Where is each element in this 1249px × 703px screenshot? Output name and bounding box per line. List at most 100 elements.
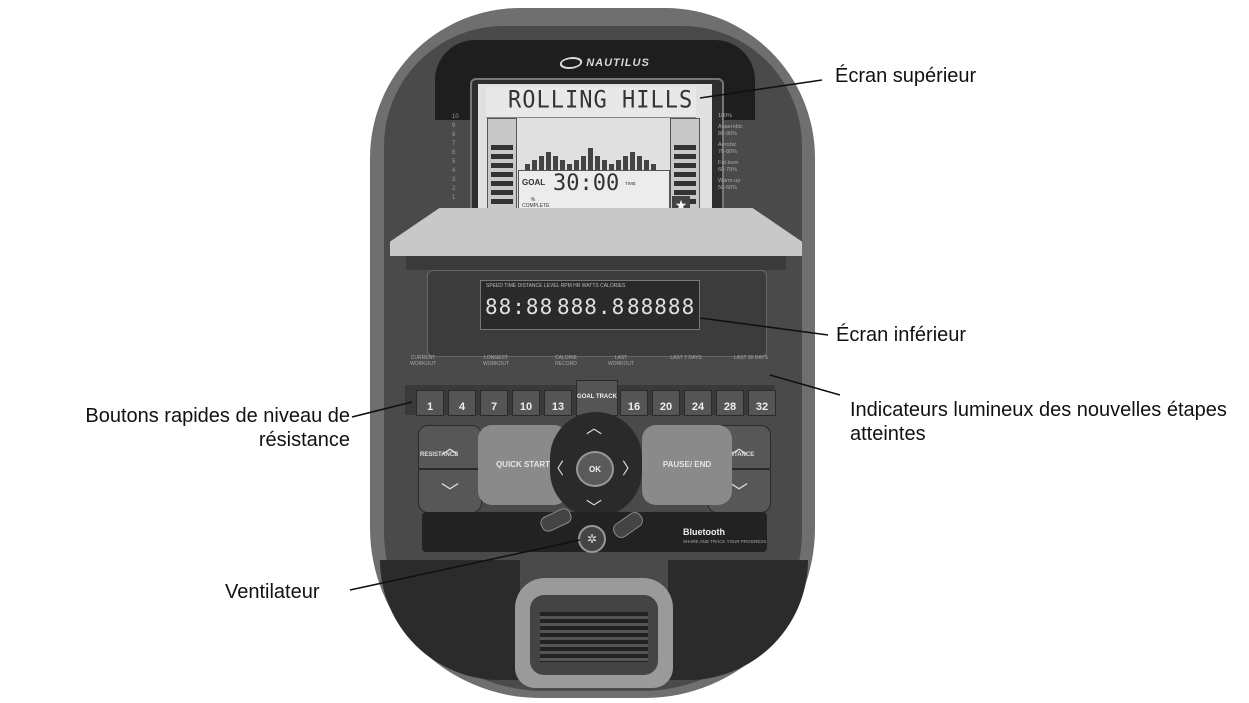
meter-segment (491, 181, 513, 186)
callout-upper-screen: Écran supérieur (835, 65, 977, 87)
profile-bar (602, 160, 607, 170)
profile-bar (644, 160, 649, 170)
profile-bar (651, 164, 656, 170)
profile-bar (539, 156, 544, 170)
lower-screen (480, 280, 700, 330)
level-scale-tick: 4 (452, 168, 456, 174)
hr-zone-labels: 100% Anaerobic 80-90% Aerobic 70-80% Fat bu… (718, 113, 746, 196)
level-scale-tick: 9 (452, 123, 456, 129)
intensity-meter (487, 118, 517, 220)
meter-segment (491, 190, 513, 195)
profile-bar (532, 160, 537, 170)
hr-zone-label: Aerobic 70-80% (718, 142, 737, 155)
profile-bar (581, 156, 586, 170)
goal-track-button[interactable]: GOAL TRACK (576, 380, 618, 416)
quick-level-4-button[interactable]: 4 (448, 390, 476, 416)
workout-profile-graph (525, 140, 665, 170)
goal-time: 30:00 (553, 171, 620, 196)
profile-bar (525, 164, 530, 170)
meter-segment (674, 145, 696, 150)
achievement-light: LONGEST WORKOUT (482, 355, 510, 367)
resistance-up-left-button[interactable]: ︿ (418, 425, 482, 469)
profile-bar (560, 160, 565, 170)
program-title-bar (486, 87, 696, 118)
resistance-left-label: RESISTANCE (420, 452, 459, 458)
callout-achievement-lights: Indicateurs lumineux des nouvelles étape… (850, 399, 1227, 445)
achievement-light: LAST 7 DAYS (670, 355, 702, 361)
ok-button[interactable]: OK (576, 451, 614, 487)
hr-zone-label: 100% (718, 113, 733, 119)
meter-segment (491, 199, 513, 204)
reading-shelf (390, 208, 802, 256)
callout-fan: Ventilateur (225, 581, 320, 603)
distance-readout: 888.8 (557, 295, 626, 319)
bluetooth-tagline: SHARE AND TRACK YOUR PROGRESS (683, 539, 767, 544)
quick-level-13-button[interactable]: 13 (544, 390, 572, 416)
meter-segment (674, 190, 696, 195)
shelf-shadow (406, 256, 786, 270)
profile-bar (567, 164, 572, 170)
meter-segment (674, 163, 696, 168)
brand-name: NAUTILUS (586, 57, 650, 69)
level-scale-tick: 10 (452, 114, 459, 120)
profile-bar (609, 164, 614, 170)
level-scale-tick: 5 (452, 159, 456, 165)
leader-achievement-lights (769, 374, 841, 396)
meter-segment (491, 145, 513, 150)
profile-bar (630, 152, 635, 170)
goal-label: GOAL (522, 178, 546, 187)
left-arrow-button[interactable]: 〈 (548, 461, 565, 478)
profile-bar (623, 156, 628, 170)
hr-zone-label: Anaerobic 80-90% (718, 124, 743, 137)
lower-display-headers: SPEED TIME DISTANCE LEVEL RPM HR WATTS C… (486, 283, 626, 289)
callout-lower-screen: Écran inférieur (836, 324, 967, 346)
quick-level-10-button[interactable]: 10 (512, 390, 540, 416)
leader-upper-screen (699, 79, 823, 99)
quick-level-20-button[interactable]: 20 (652, 390, 680, 416)
up-arrow-button[interactable]: ︿ (586, 420, 603, 437)
leader-lower-screen (699, 317, 829, 336)
meter-segment (491, 163, 513, 168)
quick-level-32-button[interactable]: 32 (748, 390, 776, 416)
hr-zone-label: Fat burn 60-70% (718, 160, 739, 173)
meter-segment (674, 181, 696, 186)
quick-level-28-button[interactable]: 28 (716, 390, 744, 416)
quick-level-7-button[interactable]: 7 (480, 390, 508, 416)
profile-bar (546, 152, 551, 170)
profile-bar (595, 156, 600, 170)
brand-logo: NAUTILUS (555, 54, 655, 72)
profile-bar (637, 156, 642, 170)
meter-segment (491, 172, 513, 177)
leader-fan (349, 539, 581, 591)
calories-readout: 88888 (627, 295, 696, 319)
level-scale-tick: 1 (452, 195, 456, 201)
right-arrow-button[interactable]: 〉 (622, 461, 639, 478)
time-label: TIME (625, 181, 636, 186)
meter-segment (674, 172, 696, 177)
level-scale-tick: 2 (452, 186, 456, 192)
pause-end-button[interactable]: PAUSE/ END (642, 425, 732, 505)
meter-segment (674, 154, 696, 159)
achievement-light: CURRENT WORKOUT (409, 355, 437, 367)
bluetooth-logo: Bluetooth (683, 527, 725, 537)
achievement-light: LAST WORKOUT (607, 355, 635, 367)
quick-level-24-button[interactable]: 24 (684, 390, 712, 416)
level-scale-tick: 7 (452, 141, 456, 147)
quick-level-16-button[interactable]: 16 (620, 390, 648, 416)
time-readout: 88:88 (485, 295, 554, 319)
profile-bar (574, 160, 579, 170)
level-scale-tick: 6 (452, 150, 456, 156)
resistance-down-left-button[interactable]: ﹀ (418, 469, 482, 513)
fan-button[interactable]: ✲ (578, 525, 606, 553)
level-scale-tick: 8 (452, 132, 456, 138)
hr-zone-label: Warm-up 50-60% (718, 178, 741, 191)
quick-level-1-button[interactable]: 1 (416, 390, 444, 416)
vent-grille (540, 612, 648, 662)
achievement-light: LAST 30 DAYS (734, 355, 768, 361)
profile-bar (588, 148, 593, 170)
callout-quick-resistance: Boutons rapides de niveau de résistance (85, 405, 350, 451)
profile-bar (616, 160, 621, 170)
meter-segment (491, 154, 513, 159)
